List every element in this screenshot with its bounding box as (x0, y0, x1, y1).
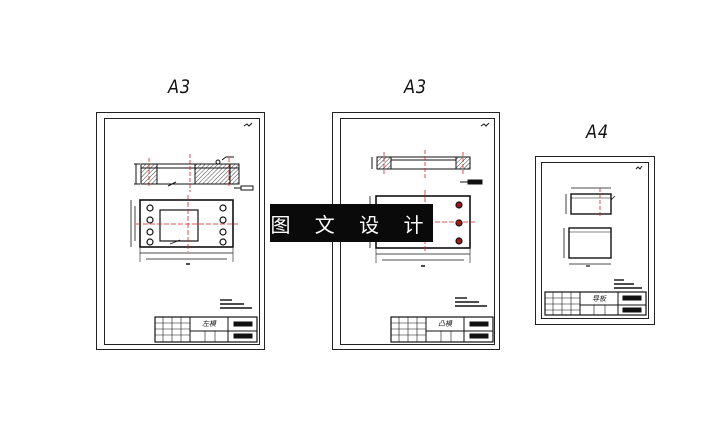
sheet-1-technical-notes (220, 299, 252, 309)
sheet-2-bolt-holes (455, 201, 463, 245)
drawing-sheet-1[interactable] (96, 112, 265, 350)
sheet-3-corner-mark (635, 165, 643, 170)
sheet-1-plan-view (130, 199, 234, 262)
sheet-2-section-view (371, 156, 483, 185)
watermark-text: 图 文 设 计 (270, 212, 433, 237)
sheet-1-border (104, 118, 260, 345)
sheet-2-technical-notes (455, 297, 487, 307)
sheet-3-front-view (563, 227, 612, 267)
sheet-3-border (541, 162, 649, 319)
sheet-1-corner-mark (243, 122, 253, 127)
sheet-1-section-view (134, 156, 254, 191)
sheet-1-section-centerlines (148, 154, 230, 192)
sheet-2-size-label: A3 (404, 76, 428, 98)
sheet-2-corner-mark (480, 122, 490, 127)
sheet-1-plan-centerlines (136, 195, 238, 252)
sheet-3-title-block (544, 291, 647, 316)
sheet-1-title-text: 左模 (202, 320, 216, 328)
sheet-3-title-text: 导板 (592, 295, 606, 303)
sheet-1-size-label: A3 (168, 76, 192, 98)
sheet-3-size-label: A4 (586, 121, 610, 143)
sheet-2-title-block (390, 316, 494, 343)
watermark-banner: 图 文 设 计 (270, 204, 433, 242)
sheet-3-top-view (565, 187, 616, 215)
sheet-2-title-text: 凸模 (438, 320, 452, 328)
sheet-2-section-centerlines (383, 150, 464, 178)
sheet-1-bolt-holes (146, 204, 227, 246)
sheet-1-title-block (154, 316, 258, 343)
sheet-3-technical-notes (614, 279, 642, 289)
